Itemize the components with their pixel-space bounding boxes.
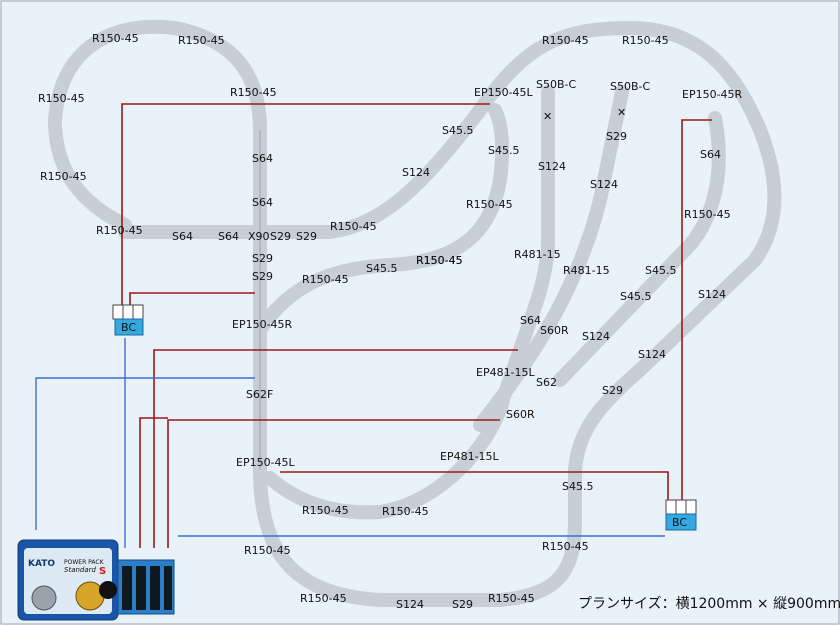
track-label: R150-45 xyxy=(300,592,347,605)
track-label: R150-45 xyxy=(40,170,87,183)
track-label: EP481-15L xyxy=(440,450,500,463)
track-label: S60R xyxy=(506,408,535,421)
track-label: R150-45 xyxy=(382,505,429,518)
track-label: R150-45 xyxy=(542,34,589,47)
plan-size-caption: プランサイズ：横1200mm × 縦900mm xyxy=(578,596,840,612)
track-label: S64 xyxy=(172,230,193,243)
stop-marker-2: ✕ xyxy=(617,106,626,119)
bc-label-2: BC xyxy=(672,516,687,529)
track-label: S64 xyxy=(520,314,541,327)
track-label: S29 xyxy=(452,598,473,611)
wire-red-2 xyxy=(129,292,255,308)
track-label: R150-45 xyxy=(416,254,463,267)
wire-red-6 xyxy=(681,119,712,500)
track-label: R150-45 xyxy=(622,34,669,47)
stop-marker-1: ✕ xyxy=(543,110,552,123)
track-label: R150-45 xyxy=(92,32,139,45)
wire-red-4 xyxy=(153,349,518,548)
track-upper-left-loop xyxy=(48,19,267,232)
track-label: R481-15 xyxy=(514,248,561,261)
track-label: S45.5 xyxy=(366,262,397,275)
track-label: R150-45 xyxy=(330,220,377,233)
power-pack-model: POWER PACK xyxy=(64,559,105,566)
track-label: S45.5 xyxy=(620,290,651,303)
bc-box-1: BC xyxy=(112,304,144,336)
track-label: S29 xyxy=(602,384,623,397)
track-label: S50B-C xyxy=(610,80,650,93)
track-label: R150-45 xyxy=(542,540,589,553)
bc-label-1: BC xyxy=(121,321,136,334)
track-label: EP150-45L xyxy=(236,456,296,469)
track-label: R150-45 xyxy=(302,504,349,517)
track-label: R150-45 xyxy=(466,198,513,211)
track-label: S45.5 xyxy=(645,264,676,277)
power-switch-icon[interactable] xyxy=(31,585,57,611)
wire-red-3 xyxy=(139,417,168,548)
track-label: S124 xyxy=(538,160,566,173)
track-label: S29 xyxy=(606,130,627,143)
track-label: EP150-45R xyxy=(682,88,743,101)
track-label: S45.5 xyxy=(562,480,593,493)
track-yard-2 xyxy=(473,85,629,432)
track-label: S50B-C xyxy=(536,78,576,91)
track-label: S45.5 xyxy=(442,124,473,137)
wire-red-7 xyxy=(280,471,669,500)
track-label: S29 xyxy=(296,230,317,243)
wire-red-5 xyxy=(167,419,500,548)
track-label: S29 xyxy=(270,230,291,243)
power-pack-model-sub: Standard xyxy=(64,566,97,574)
track-label: R150-45 xyxy=(416,254,463,267)
track-inner-right-branch xyxy=(553,111,726,387)
power-pack: KATO POWER PACK Standard S xyxy=(17,539,175,621)
track-label: R150-45 xyxy=(38,92,85,105)
marker-layer: ✕ ✕ xyxy=(543,106,626,123)
track-label: R150-45 xyxy=(230,86,277,99)
track-label: X90 xyxy=(248,230,270,243)
direction-knob-icon[interactable] xyxy=(99,581,117,599)
track-label: S124 xyxy=(402,166,430,179)
track-label: S64 xyxy=(700,148,721,161)
wire-red-1 xyxy=(121,103,490,308)
track-label: S45.5 xyxy=(488,144,519,157)
track-label: EP481-15L xyxy=(476,366,536,379)
track-label: S124 xyxy=(396,598,424,611)
track-label: R150-45 xyxy=(178,34,225,47)
track-label: S64 xyxy=(252,152,273,165)
track-label: S64 xyxy=(218,230,239,243)
track-label: S124 xyxy=(638,348,666,361)
track-label: R150-45 xyxy=(96,224,143,237)
track-label: R150-45 xyxy=(244,544,291,557)
track-label: S62F xyxy=(246,388,273,401)
track-yard-1 xyxy=(263,85,555,520)
track-label: EP150-45L xyxy=(474,86,534,99)
wire-layer xyxy=(35,103,712,548)
track-inner-center-curve xyxy=(253,103,510,337)
track-lower-big-curve xyxy=(253,463,582,607)
bc-box-2: BC xyxy=(665,499,697,531)
track-label: R150-45 xyxy=(302,273,349,286)
track-label: R481-15 xyxy=(563,264,610,277)
track-label: S62 xyxy=(536,376,557,389)
wire-blue-1 xyxy=(35,377,255,530)
track-right-diagonal xyxy=(568,253,762,477)
power-pack-model-mark: S xyxy=(99,566,106,577)
track-label: S60R xyxy=(540,324,569,337)
power-pack-brand: KATO xyxy=(28,559,55,569)
track-label: EP150-45R xyxy=(232,318,293,331)
speed-knob-icon[interactable] xyxy=(75,581,105,611)
track-label: S29 xyxy=(252,252,273,265)
track-label: S29 xyxy=(252,270,273,283)
track-label: S124 xyxy=(582,330,610,343)
track-label: S64 xyxy=(252,196,273,209)
track-label: R150-45 xyxy=(488,592,535,605)
track-upper-right-loop xyxy=(323,21,782,267)
track-label: S124 xyxy=(590,178,618,191)
track-label: S124 xyxy=(698,288,726,301)
track-label: R150-45 xyxy=(684,208,731,221)
